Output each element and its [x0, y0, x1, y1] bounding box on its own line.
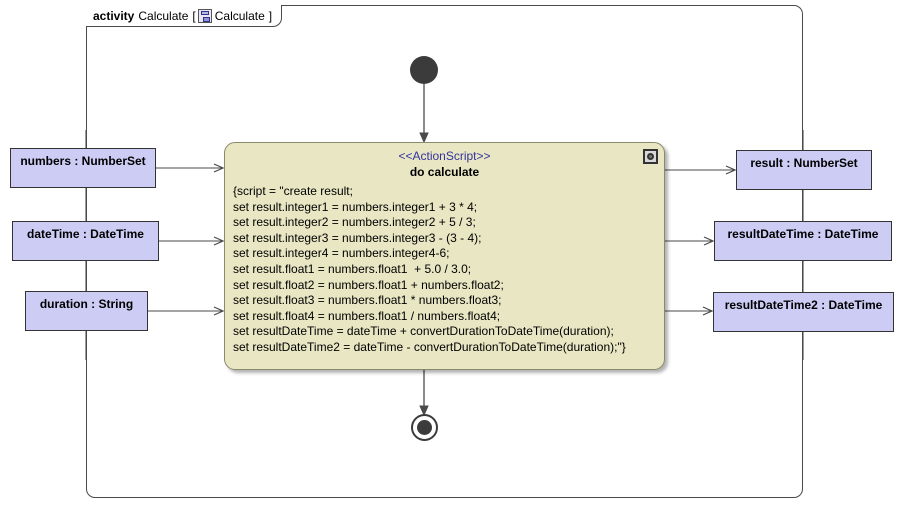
input-parameter-datetime[interactable]: dateTime : DateTime: [12, 221, 159, 261]
action-node-do-calculate[interactable]: <<ActionScript>> do calculate {script = …: [224, 142, 665, 370]
script-line: set result.float1 = numbers.float1 + 5.0…: [233, 261, 472, 276]
script-line: set result.integer3 = numbers.integer3 -…: [233, 230, 482, 245]
frame-diagram-name: Calculate: [214, 8, 265, 23]
script-line: set result.integer2 = numbers.integer2 +…: [233, 215, 476, 230]
script-line: set resultDateTime = dateTime + convertD…: [233, 324, 614, 339]
script-line: set result.integer1 = numbers.integer1 +…: [233, 199, 478, 214]
action-script-icon: [643, 149, 658, 164]
action-title: do calculate: [409, 165, 480, 179]
script-line: set resultDateTime2 = dateTime - convert…: [233, 339, 626, 354]
script-line: set result.float4 = numbers.float1 / num…: [233, 308, 501, 323]
action-stereotype: <<ActionScript>>: [398, 149, 491, 163]
frame-keyword: activity: [93, 8, 135, 23]
script-line: set result.integer4 = numbers.integer4-6…: [233, 246, 450, 261]
action-script-body: {script = "create result; set result.int…: [225, 184, 664, 356]
frame-name: Calculate: [138, 8, 189, 23]
activity-final-node[interactable]: [411, 414, 438, 441]
script-line: set result.float2 = numbers.float1 + num…: [233, 277, 504, 292]
output-parameter-result[interactable]: result : NumberSet: [736, 150, 872, 190]
script-line: {script = "create result;: [233, 184, 353, 198]
input-parameter-numbers[interactable]: numbers : NumberSet: [10, 148, 156, 188]
frame-bracket-open: [: [192, 8, 196, 23]
activity-frame-header: activity Calculate [ Calculate ]: [86, 5, 283, 27]
activity-diagram-icon: [197, 8, 212, 23]
output-parameter-resultdatetime[interactable]: resultDateTime : DateTime: [714, 221, 892, 261]
script-line: set result.float3 = numbers.float1 * num…: [233, 293, 502, 308]
frame-bracket-close: ]: [268, 8, 273, 23]
input-parameter-duration[interactable]: duration : String: [25, 291, 148, 331]
initial-node[interactable]: [410, 56, 438, 84]
output-parameter-resultdatetime2[interactable]: resultDateTime2 : DateTime: [713, 292, 894, 332]
